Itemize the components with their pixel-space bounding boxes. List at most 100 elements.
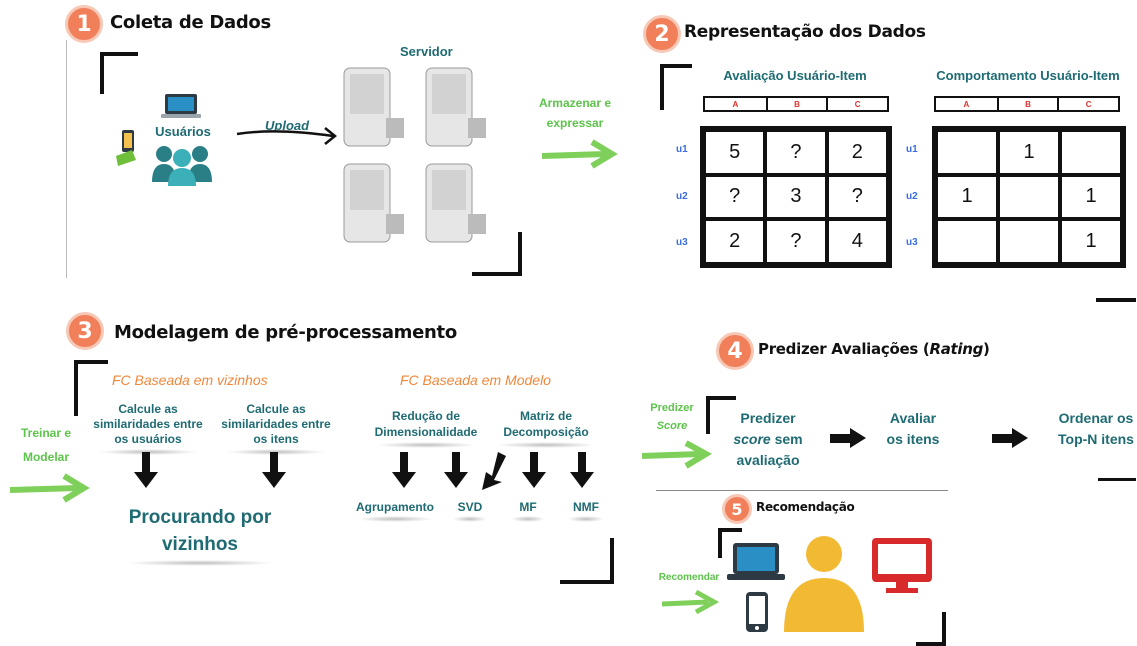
arrow-right-1 bbox=[830, 428, 866, 448]
matrix-2-cell: 1 bbox=[998, 130, 1060, 175]
matrix-2-col-c: C bbox=[1057, 98, 1118, 110]
matrix-2-header: A B C bbox=[934, 96, 1120, 112]
train-label-line1: Treinar e bbox=[20, 426, 72, 440]
step-4-title-suffix: ) bbox=[983, 340, 990, 358]
svd-label: SVD bbox=[450, 500, 490, 522]
store-arrow bbox=[541, 139, 618, 169]
laptop-icon-2 bbox=[727, 543, 785, 580]
model-cf-title: FC Baseada em Modelo bbox=[400, 372, 551, 388]
predict-arrow bbox=[641, 440, 712, 469]
step-2-border-right bbox=[1096, 298, 1136, 302]
matrix-2-row-u1: u1 bbox=[906, 144, 918, 155]
matrix-1-cell: 4 bbox=[826, 219, 888, 264]
section-divider bbox=[656, 490, 948, 491]
step-1-title: Coleta de Dados bbox=[110, 12, 271, 33]
matrix-2-cell: 1 bbox=[936, 174, 998, 220]
frame-corner-top-left-4 bbox=[706, 396, 736, 434]
step-3-title: Modelagem de pré-processamento bbox=[114, 322, 457, 343]
smartphone-icon bbox=[746, 592, 768, 632]
predict-score-italic: score bbox=[733, 431, 771, 447]
step-4-badge: 4 bbox=[716, 332, 754, 370]
users-label: Usuários bbox=[155, 124, 211, 139]
train-arrow bbox=[9, 473, 90, 503]
phone-hand-icon bbox=[116, 130, 136, 166]
step-4-title-italic: Rating bbox=[929, 340, 984, 358]
matrix-1-title: Avaliação Usuário-Item bbox=[723, 68, 867, 83]
server-icon-1 bbox=[343, 67, 404, 147]
step-5-badge: 5 bbox=[722, 494, 752, 524]
server-label: Servidor bbox=[400, 44, 453, 59]
predict-score-line3: avaliação bbox=[736, 452, 800, 468]
users-group-icon bbox=[152, 146, 212, 186]
neighbors-cf-title: FC Baseada em vizinhos bbox=[112, 372, 268, 388]
predict-label-line2: Score bbox=[656, 420, 688, 432]
matrix-2-cell: 1 bbox=[1060, 219, 1122, 264]
server-icon-4 bbox=[425, 163, 486, 243]
store-label-line1: Armazenar e bbox=[538, 96, 612, 110]
store-label-line2: expressar bbox=[546, 116, 604, 130]
step-1-badge: 1 bbox=[65, 5, 103, 43]
matrix-1-row-u2: u2 bbox=[676, 191, 688, 202]
matrix-2-cell bbox=[1060, 130, 1122, 175]
matrix-1-cell: 2 bbox=[704, 219, 766, 264]
dimensionality-box: Redução de Dimensionalidade bbox=[366, 408, 486, 448]
matrix-1-col-c: C bbox=[826, 98, 887, 110]
matrix-1-col-a: A bbox=[732, 99, 739, 109]
matrix-1-cell: ? bbox=[765, 219, 827, 264]
neighbors-search-box: Procurando por vizinhos bbox=[110, 504, 290, 566]
users-similarity-box: Calcule as similaridades entre os usuári… bbox=[88, 402, 208, 455]
matrix-2-row-u2: u2 bbox=[906, 191, 918, 202]
frame-corner-top-left-3 bbox=[74, 360, 108, 416]
down-arrows bbox=[134, 452, 594, 490]
matrix-2-cell bbox=[936, 130, 998, 175]
step-1-border-left bbox=[66, 40, 67, 278]
upload-label: Upload bbox=[265, 118, 310, 133]
train-label-line2: Modelar bbox=[22, 450, 69, 464]
matrix-1-grid: 5 ? 2 ? 3 ? 2 ? 4 bbox=[700, 126, 892, 268]
arrow-right-2 bbox=[992, 428, 1028, 448]
items-similarity-box: Calcule as similaridades entre os itens bbox=[216, 402, 336, 455]
mf-label: MF bbox=[508, 500, 548, 522]
step-4-border-right bbox=[1098, 478, 1136, 481]
matrix-1-cell: ? bbox=[704, 174, 766, 220]
step-3-badge: 3 bbox=[66, 312, 104, 350]
predict-score-line2: score sem bbox=[718, 429, 818, 450]
predict-score-line2-rest: sem bbox=[770, 431, 803, 447]
matrix-1-col-b: B bbox=[765, 98, 827, 110]
matrix-2-title: Comportamento Usuário-Item bbox=[936, 68, 1120, 83]
person-icon bbox=[784, 536, 864, 632]
frame-corner-bottom-right-3 bbox=[560, 538, 614, 584]
matrix-1-cell: 3 bbox=[765, 174, 827, 220]
recommend-arrow bbox=[661, 589, 720, 615]
predict-score-line1: Predizer bbox=[740, 410, 796, 426]
predict-score-box: Predizer score sem avaliação bbox=[718, 408, 818, 471]
laptop-icon bbox=[161, 94, 201, 118]
matrix-1-cell: 2 bbox=[826, 130, 888, 175]
matrix-1-row-u1: u1 bbox=[676, 144, 688, 155]
upload-arrow bbox=[236, 127, 338, 145]
matrix-1-cell: ? bbox=[765, 130, 827, 175]
recommend-label: Recomendar bbox=[658, 572, 720, 583]
step-4-title-prefix: Predizer Avaliações ( bbox=[758, 340, 930, 358]
matrix-2-grid: 1 1 1 1 bbox=[932, 126, 1126, 268]
matrix-2-col-a: A bbox=[963, 99, 970, 109]
frame-corner-bottom-right-5 bbox=[916, 612, 946, 646]
clustering-label: Agrupamento bbox=[350, 500, 440, 522]
matrix-2-row-u3: u3 bbox=[906, 237, 918, 248]
frame-corner-top-left-5 bbox=[718, 528, 742, 558]
monitor-icon bbox=[872, 538, 932, 593]
rank-topn-box: Ordenar os Top-N itens bbox=[1058, 410, 1134, 447]
matrix-1-cell: 5 bbox=[704, 130, 766, 175]
matrix-1-header: A B C bbox=[703, 96, 889, 112]
server-icon-2 bbox=[425, 67, 486, 147]
matrix-2-cell bbox=[936, 219, 998, 264]
evaluate-items-box: Avaliar os itens bbox=[886, 410, 940, 447]
frame-corner-top-left bbox=[100, 52, 138, 94]
frame-corner-bottom-right bbox=[472, 232, 522, 276]
decomposition-box: Matriz de Decomposição bbox=[486, 408, 606, 448]
step-4-title: Predizer Avaliações (Rating) bbox=[758, 340, 990, 358]
step-2-title: Representação dos Dados bbox=[684, 22, 926, 42]
matrix-2-cell: 1 bbox=[1060, 174, 1122, 220]
nmf-label: NMF bbox=[564, 500, 608, 522]
step-5-title: Recomendação bbox=[756, 500, 855, 514]
